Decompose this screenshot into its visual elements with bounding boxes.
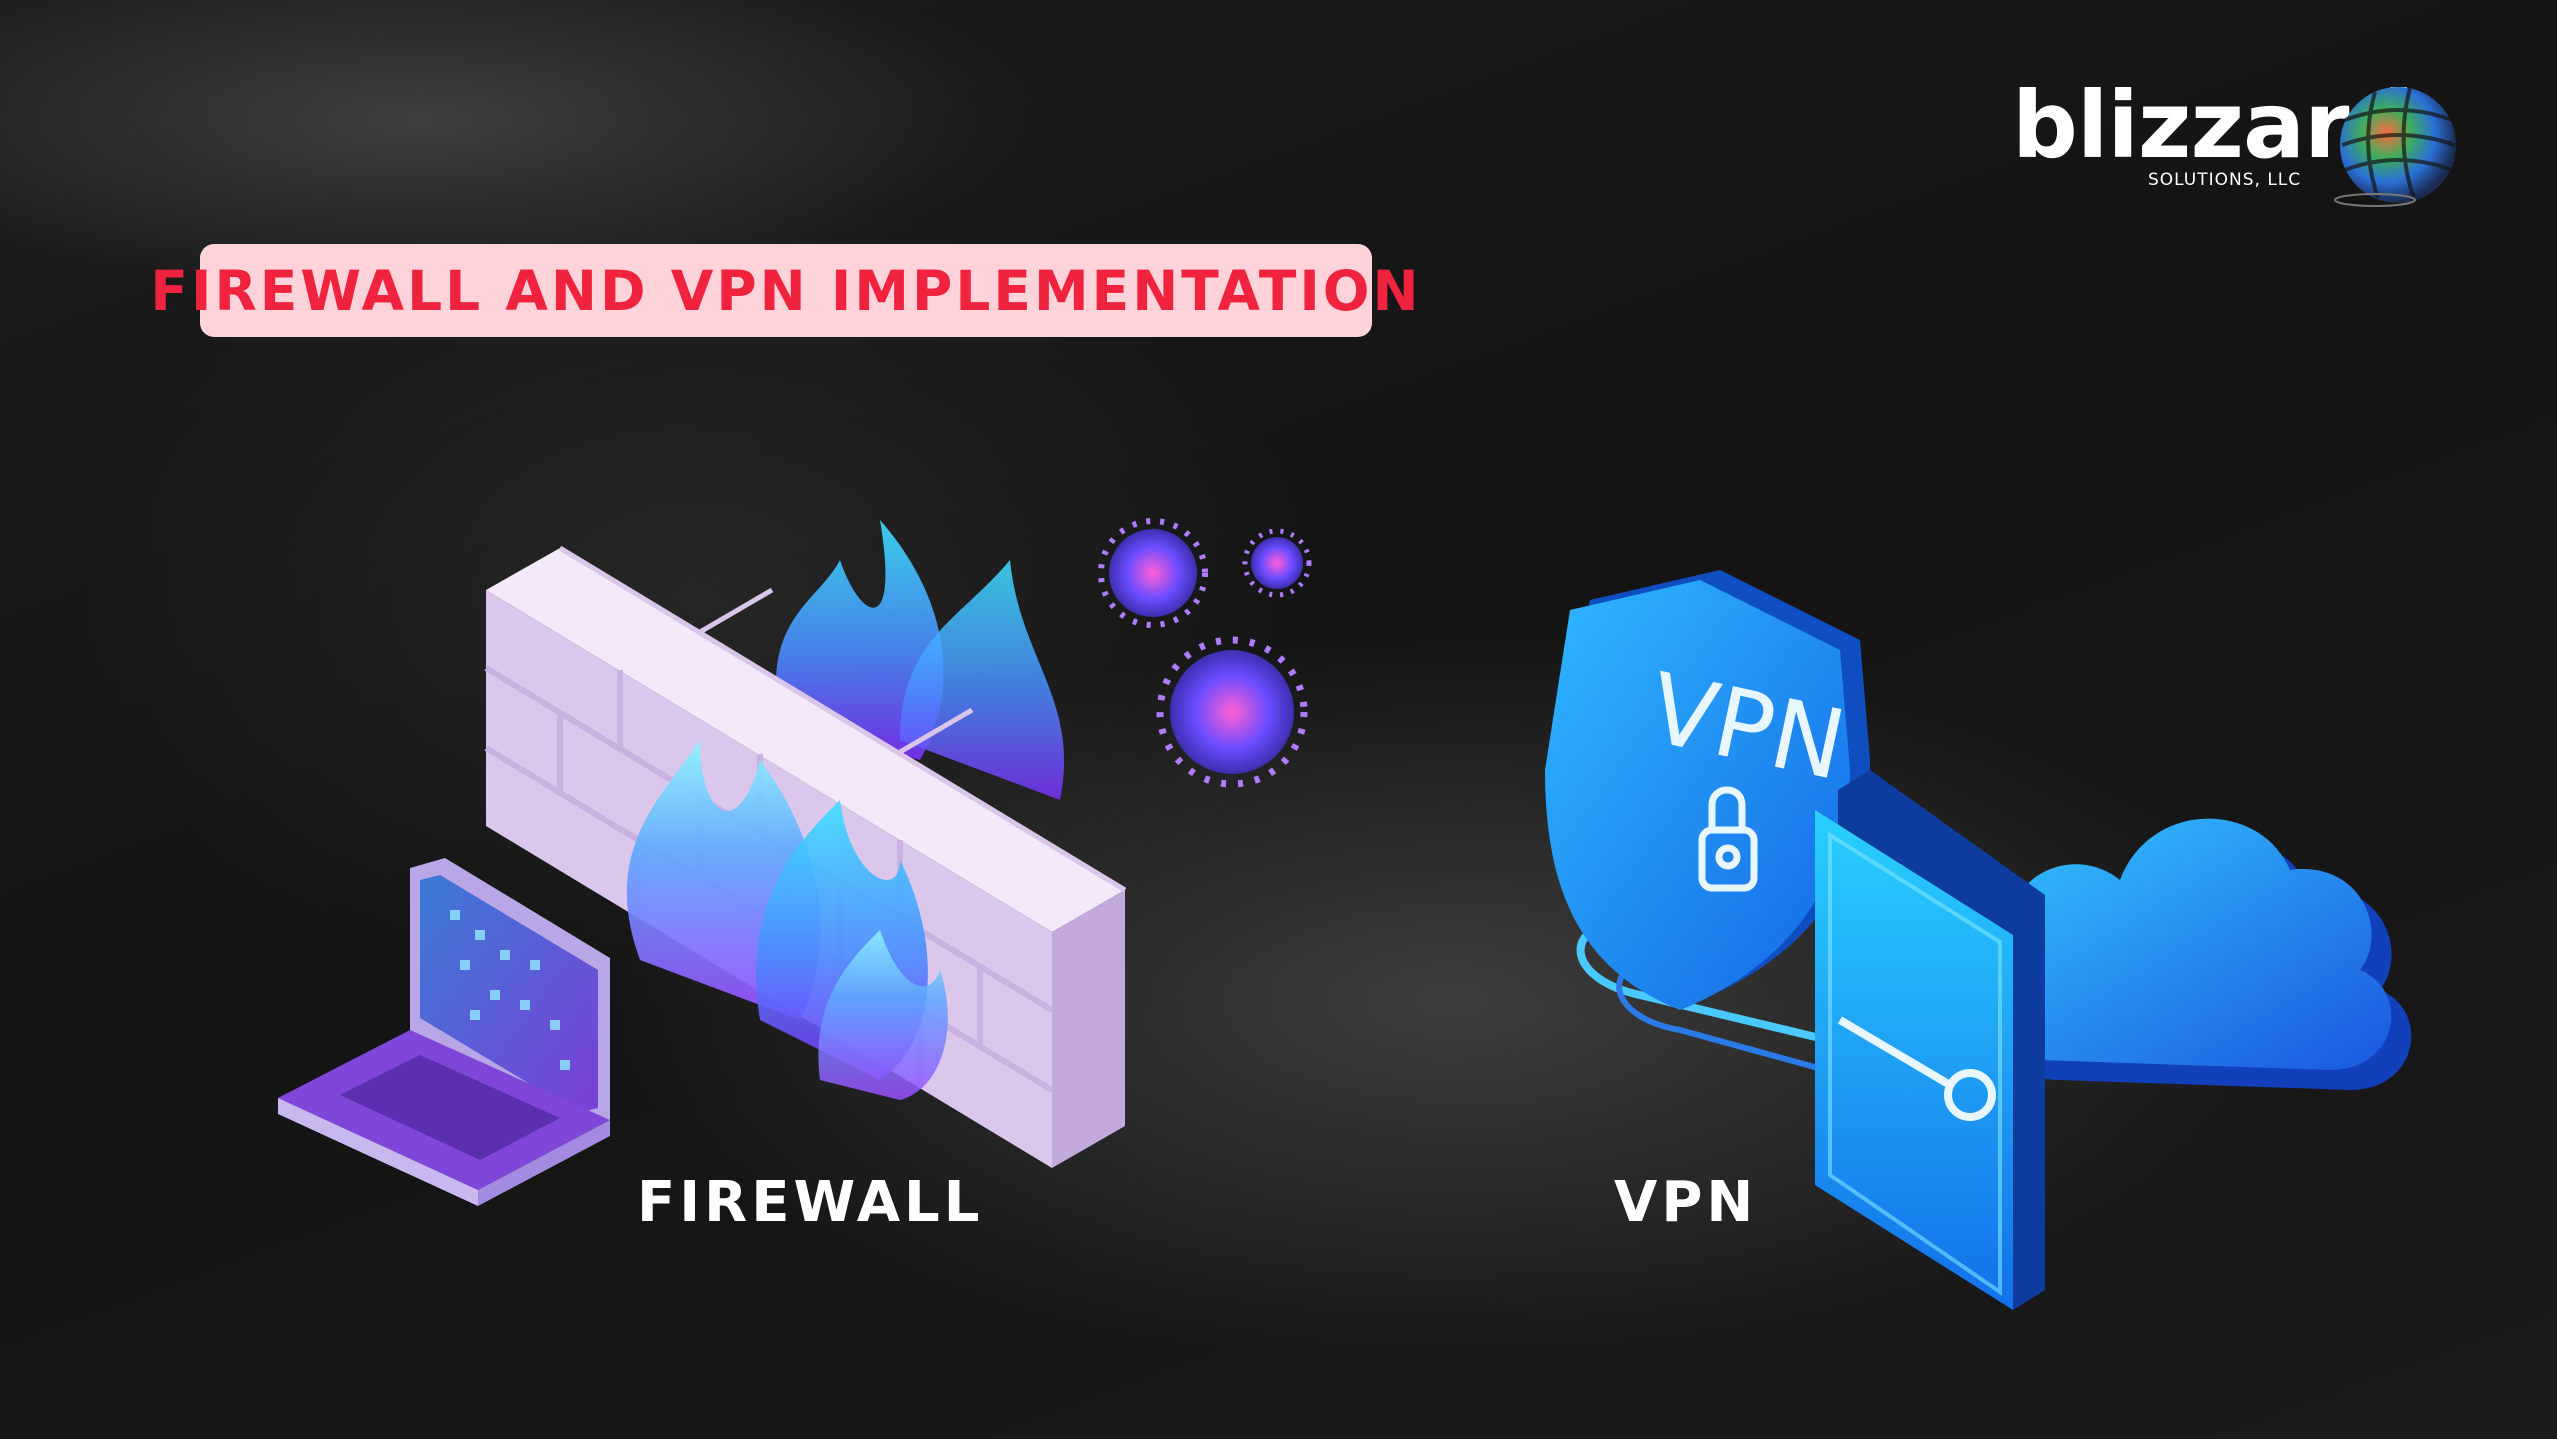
firewall-label: FIREWALL bbox=[637, 1170, 984, 1235]
cloud-icon bbox=[1978, 818, 2412, 1090]
padlock-icon bbox=[1698, 786, 1758, 892]
laptop-icon bbox=[278, 858, 610, 1206]
virus-icon bbox=[1156, 636, 1308, 788]
logo-subtitle: SOLUTIONS, LLC bbox=[2148, 170, 2302, 190]
title-banner: FIREWALL AND VPN IMPLEMENTATION bbox=[150, 244, 1419, 337]
page-title: FIREWALL AND VPN IMPLEMENTATION bbox=[150, 258, 1422, 323]
door-panel-icon bbox=[1815, 770, 2045, 1310]
virus-icon bbox=[1098, 518, 1208, 628]
virus-icon bbox=[1242, 528, 1312, 598]
vpn-label: VPN bbox=[1614, 1170, 1758, 1235]
